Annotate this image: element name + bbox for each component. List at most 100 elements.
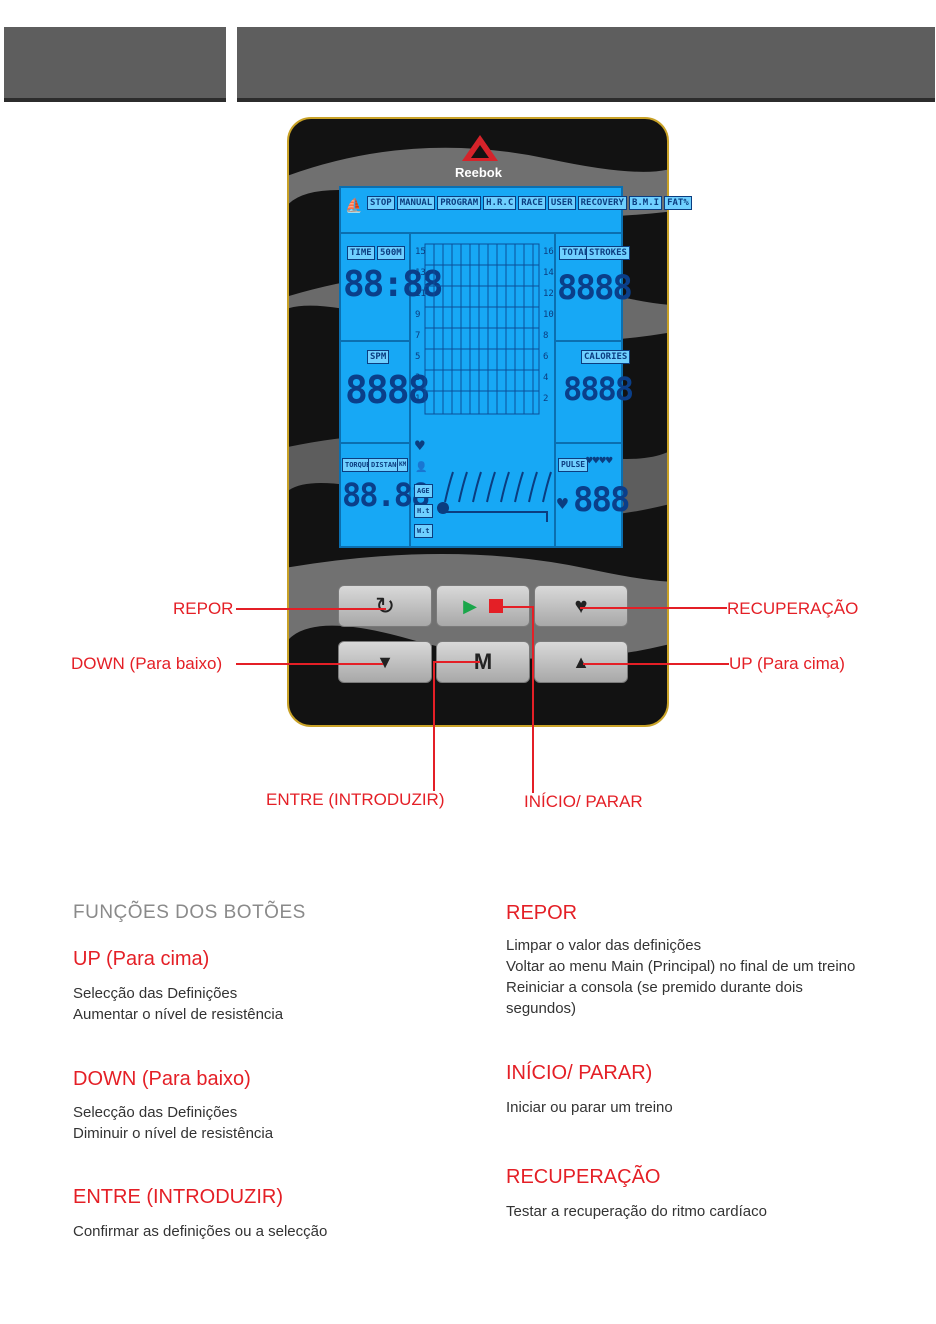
height-label: H.t [414, 504, 433, 518]
level-3: 3 [415, 373, 421, 383]
level-7: 7 [415, 331, 421, 341]
recovery-button[interactable]: ♥ [534, 585, 628, 627]
up-description: Selecção das Definições Aumentar o nível… [73, 983, 473, 1025]
repor-title: REPOR [506, 902, 578, 924]
mode-tab-stop: STOP [367, 196, 395, 210]
rower-icon: ⛵ [345, 198, 363, 214]
callout-entre: ENTRE (INTRODUZIR) [266, 790, 445, 809]
level-9: 9 [415, 310, 421, 320]
inicio-description: Iniciar ou parar um treino [506, 1097, 906, 1118]
up-button[interactable]: ▲ [534, 641, 628, 683]
m-icon: M [473, 649, 493, 674]
up-title: UP (Para cima) [73, 948, 210, 970]
spm-label: SPM [367, 350, 390, 364]
callout-recuperacao: RECUPERAÇÃO [727, 599, 859, 618]
up-line-2: Aumentar o nível de resistência [73, 1006, 284, 1023]
pulse-label: PULSE [558, 458, 589, 472]
lcd-divider-left [409, 232, 411, 546]
mode-tab-manual: MANUAL [396, 196, 436, 210]
strokes-label: STROKES [586, 246, 630, 260]
reset-icon: ↻ [374, 592, 396, 620]
repor-description: Limpar o valor das definições Voltar ao … [506, 935, 906, 1019]
repor-line-1: Limpar o valor das definições [506, 937, 702, 954]
down-line-2: Diminuir o nível de resistência [73, 1125, 274, 1142]
split-label: 500M [377, 246, 405, 260]
level-14: 14 [543, 268, 554, 278]
user-icon: 👤 [415, 462, 428, 473]
callout-up: UP (Para cima) [729, 654, 845, 673]
age-label: AGE [414, 484, 433, 498]
level-16: 16 [543, 247, 554, 257]
heart-icon: ♥ [415, 436, 425, 455]
time-value: 88:88 [343, 264, 443, 305]
left-level-numbers: 15 13 11 9 7 5 3 1 [415, 242, 426, 410]
lcd-divider-r2 [556, 442, 622, 444]
level-4: 4 [543, 373, 549, 383]
reset-button[interactable]: ↻ [338, 585, 432, 627]
up-line-1: Selecção das Definições [73, 985, 238, 1002]
level-10: 10 [543, 310, 554, 320]
lcd-divider-top [341, 232, 621, 234]
heart-icon: ♥ [574, 593, 588, 618]
level-2: 2 [543, 394, 549, 404]
mode-tab-race: RACE [518, 196, 546, 210]
lcd-divider-right [554, 232, 556, 546]
recuperacao-title: RECUPERAÇÃO [506, 1166, 661, 1188]
level-13: 13 [415, 268, 426, 278]
callout-inicio: INÍCIO/ PARAR [524, 792, 643, 811]
down-line-1: Selecção das Definições [73, 1104, 238, 1121]
mode-tabs: STOP MANUAL PROGRAM H.R.C RACE USER RECO… [367, 196, 692, 210]
callout-line-up [583, 663, 729, 665]
callout-down: DOWN (Para baixo) [71, 654, 223, 673]
level-bar-grid [424, 243, 540, 415]
header-bar-left [4, 27, 226, 102]
mode-tab-user: USER [547, 196, 576, 210]
calories-label: CALORIES [581, 350, 631, 364]
down-description: Selecção das Definições Diminuir o nível… [73, 1102, 473, 1144]
total-label: TOTAL [559, 246, 593, 260]
level-8: 8 [543, 331, 549, 341]
callout-line-entre-h [433, 661, 480, 663]
mode-tab-fat: FAT% [664, 196, 692, 210]
km-label: KM [397, 458, 409, 472]
callout-line-inicio-h [493, 606, 533, 608]
level-6: 6 [543, 352, 549, 362]
callout-repor: REPOR [173, 599, 234, 618]
mode-tab-hrc: H.R.C [483, 196, 517, 210]
pulse-value: 888 [573, 480, 630, 520]
calories-value: 8888 [563, 370, 634, 408]
time-label: TIME [347, 246, 375, 260]
strokes-value: 8888 [557, 268, 633, 308]
race-track-icon [437, 471, 552, 522]
mode-tab-program: PROGRAM [437, 196, 482, 210]
entre-description: Confirmar as definições ou a selecção [73, 1221, 473, 1242]
entre-title: ENTRE (INTRODUZIR) [73, 1186, 283, 1208]
recuperacao-line-1: Testar a recuperação do ritmo cardíaco [506, 1203, 767, 1220]
down-button[interactable]: ▼ [338, 641, 432, 683]
recuperacao-description: Testar a recuperação do ritmo cardíaco [506, 1201, 906, 1222]
level-1: 1 [415, 394, 421, 404]
lcd-display: ⛵ STOP MANUAL PROGRAM H.R.C RACE USER RE… [339, 186, 692, 548]
chevron-down-icon: ▼ [376, 651, 394, 672]
functions-heading: FUNÇÕES DOS BOTÕES [73, 902, 306, 923]
header-bar-right [237, 27, 935, 102]
inicio-title: INÍCIO/ PARAR) [506, 1062, 653, 1084]
level-11: 11 [415, 289, 426, 299]
right-level-numbers: 16 14 12 10 8 6 4 2 [543, 242, 554, 410]
down-title: DOWN (Para baixo) [73, 1068, 251, 1090]
repor-line-4: segundos) [506, 1000, 577, 1017]
mode-tab-recovery: RECOVERY [577, 196, 627, 210]
lcd-divider-l1 [341, 340, 409, 342]
pulse-heart-icon: ♥ [557, 494, 568, 515]
callout-line-down [236, 663, 383, 665]
lcd-divider-r1 [556, 340, 622, 342]
reebok-logo-icon [462, 135, 498, 161]
level-5: 5 [415, 352, 421, 362]
callout-line-repor [236, 608, 386, 610]
torque-label: TORQUE [342, 458, 374, 472]
callout-line-inicio-v [532, 606, 534, 793]
repor-line-3: Reiniciar a consola (se premido durante … [506, 979, 803, 996]
mode-tab-bmi: B.M.I [628, 196, 663, 210]
lcd-divider-l2 [341, 442, 409, 444]
inicio-line-1: Iniciar ou parar um treino [506, 1099, 673, 1116]
